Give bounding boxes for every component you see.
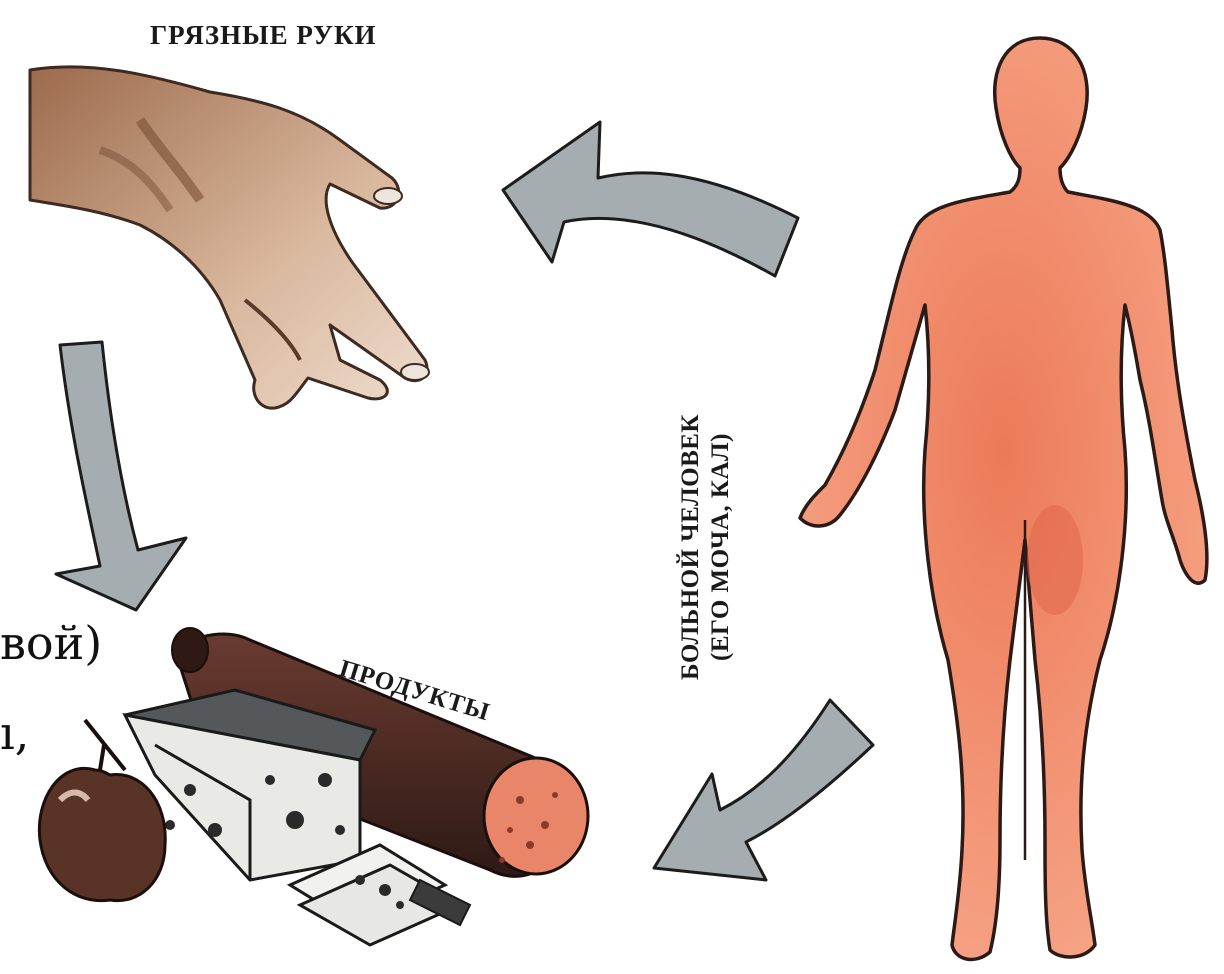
products-icon [39, 628, 588, 945]
cropped-text-fragment-2: ı, [0, 706, 29, 760]
arrow-hands-to-products [56, 342, 186, 610]
arrow-person-to-hands [503, 122, 798, 276]
dirty-hands-label: ГРЯЗНЫЕ РУКИ [150, 20, 377, 51]
cropped-text-fragment-1: вой) [0, 616, 102, 670]
sick-person-label: БОЛЬНОЙ ЧЕЛОВЕК (ЕГО МОЧА, КАЛ) [676, 414, 736, 680]
sick-person-label-line2: (ЕГО МОЧА, КАЛ) [706, 414, 736, 680]
sick-person-label-line1: БОЛЬНОЙ ЧЕЛОВЕК [676, 414, 706, 680]
human-figure-icon [800, 38, 1207, 959]
arrow-person-to-products [654, 700, 873, 880]
